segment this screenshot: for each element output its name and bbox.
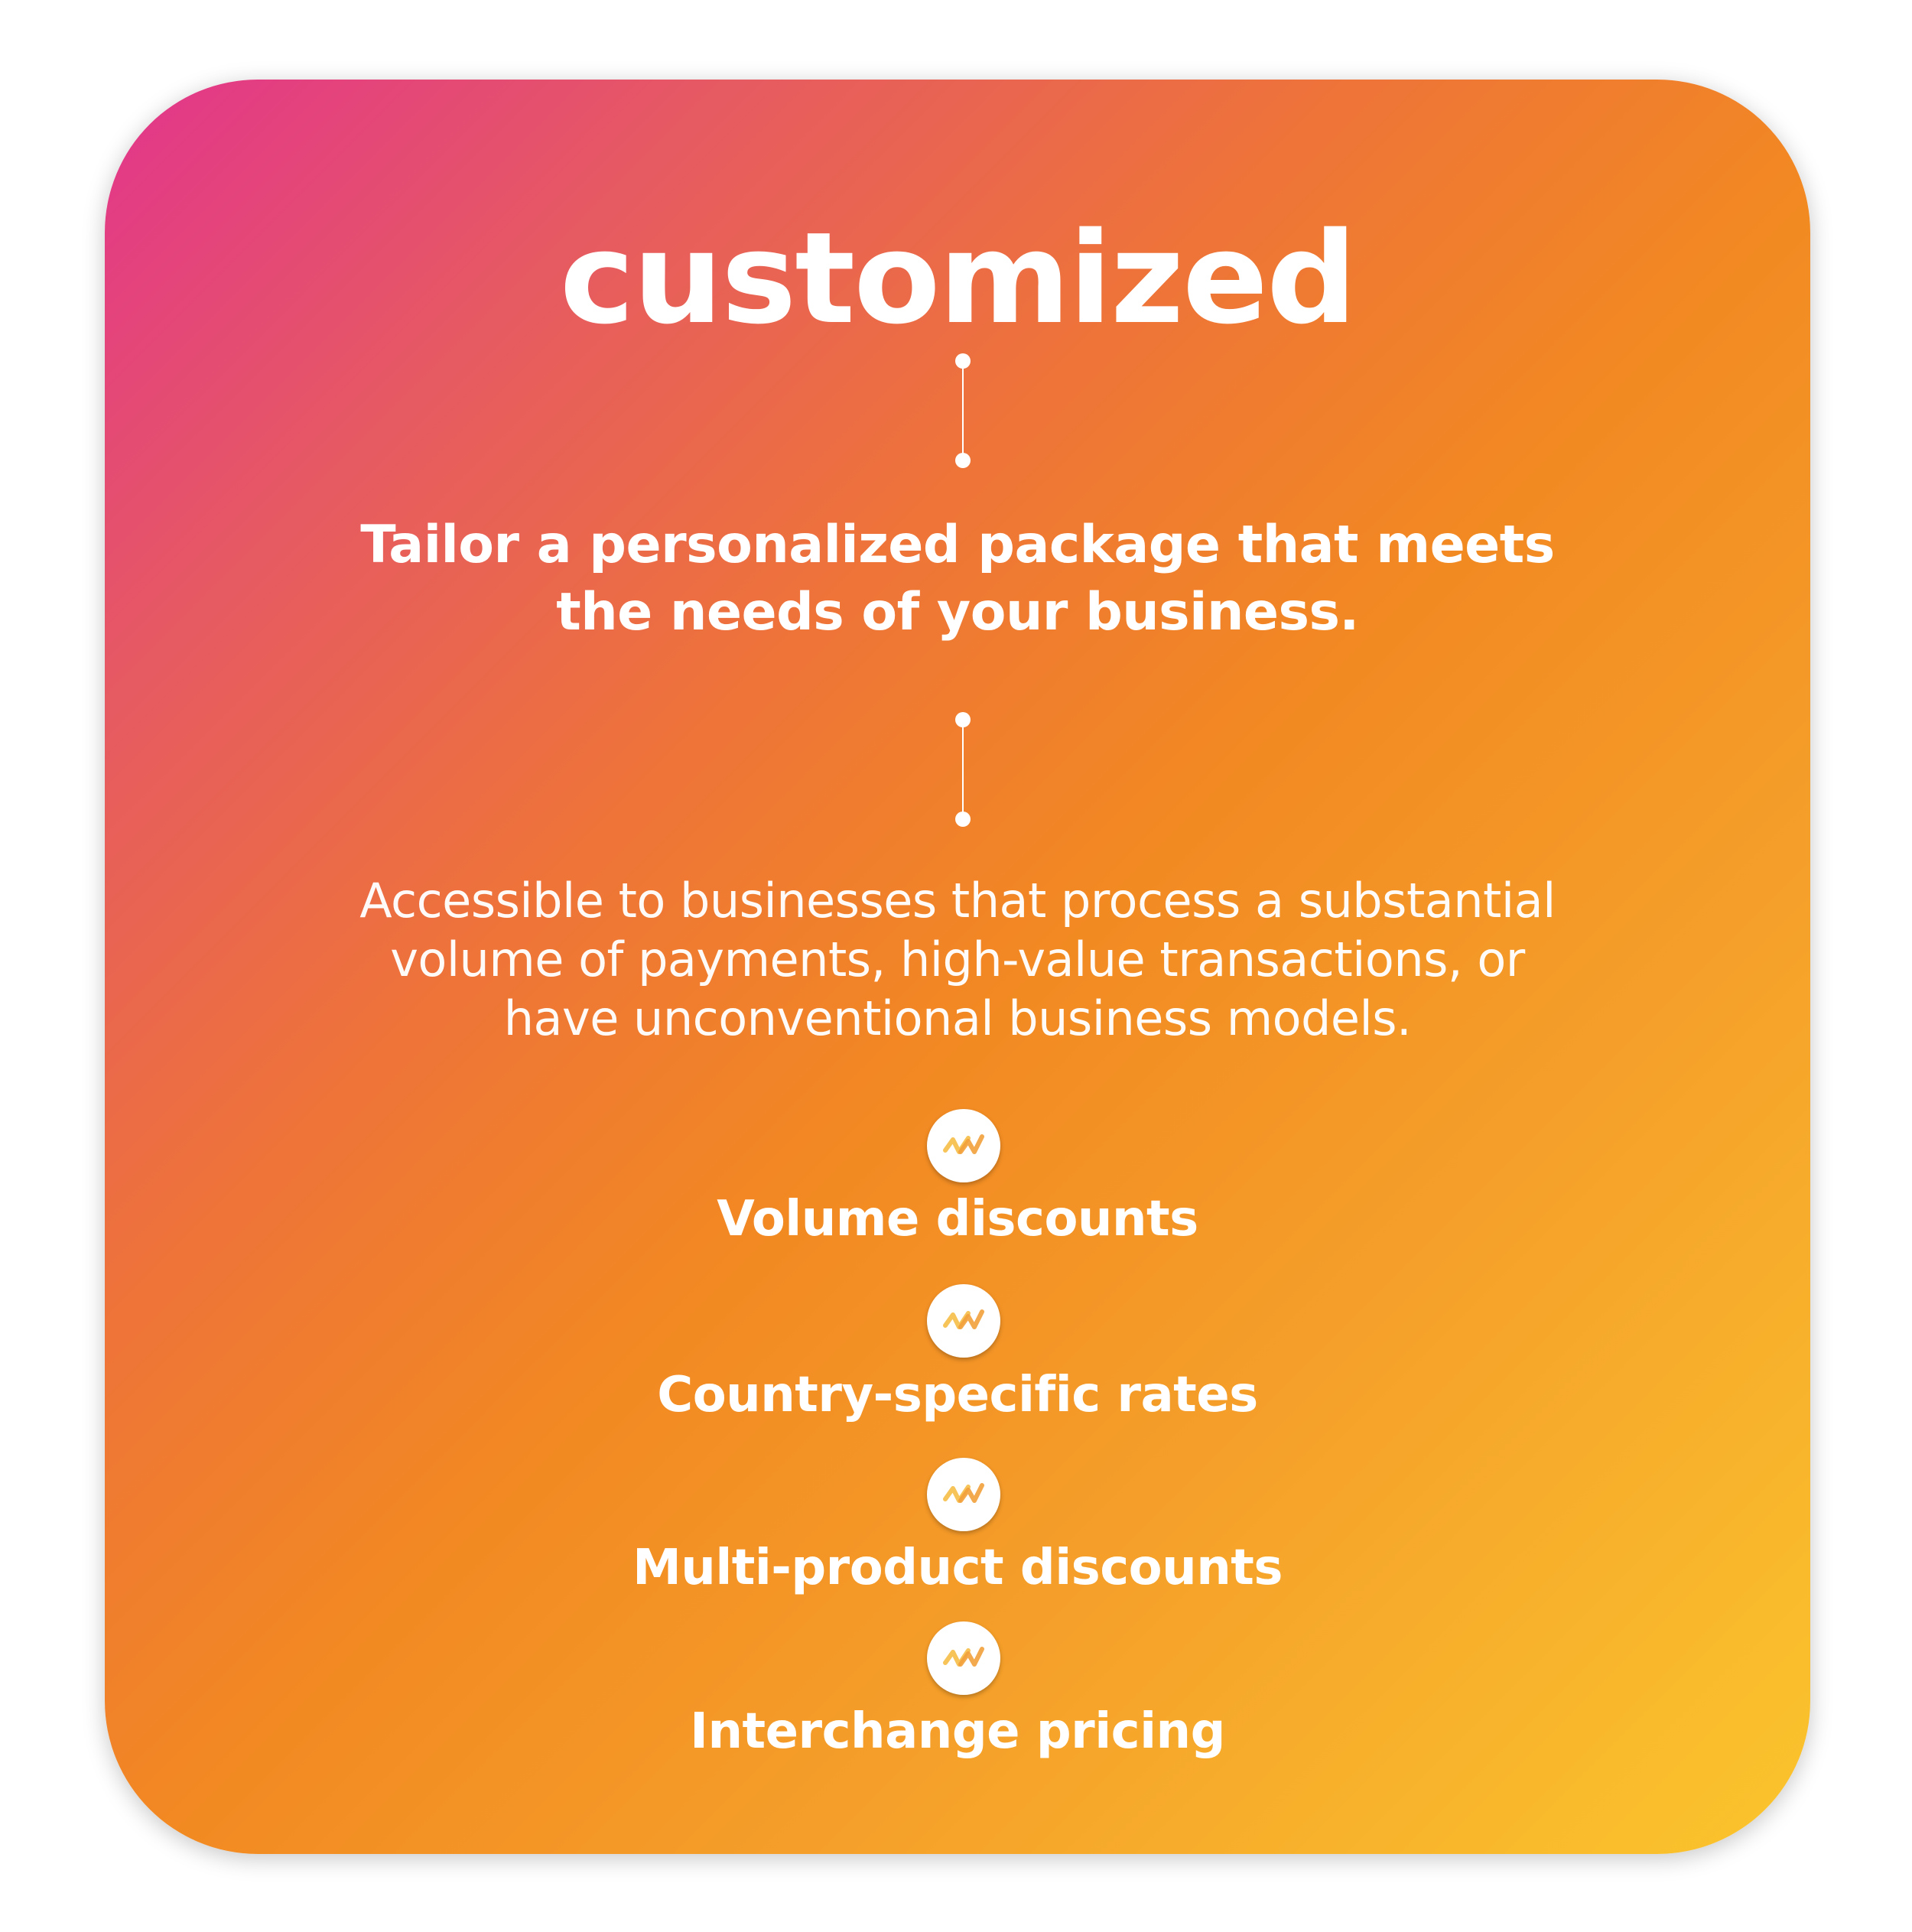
logo-wave-icon [927,1458,1000,1531]
card-description: Accessible to businesses that process a … [105,871,1810,1048]
connector-middle [955,712,972,827]
feature-volume-discounts: Volume discounts [717,1191,1198,1247]
description-line: volume of payments, high-value transacti… [390,932,1525,987]
connector-dot [955,812,971,827]
pricing-card: customized Tailor a personalized package… [105,80,1810,1854]
connector-line [962,720,964,819]
logo-wave-glyph [943,1647,984,1667]
connector-top [955,353,972,468]
feature-country-specific-rates: Country-specific rates [657,1367,1258,1423]
logo-wave-icon [927,1284,1000,1358]
subtitle-line: Tailor a personalized package that meets [360,515,1555,575]
connector-dot [955,453,971,468]
subtitle-line: the needs of your business. [556,582,1359,642]
description-line: have unconventional business models. [503,990,1412,1046]
feature-multi-product-discounts: Multi-product discounts [632,1540,1283,1596]
logo-wave-icon [927,1109,1000,1182]
logo-wave-glyph [943,1134,984,1154]
logo-wave-glyph [943,1483,984,1503]
logo-wave-glyph [943,1309,984,1329]
card-subtitle: Tailor a personalized package that meets… [105,512,1810,646]
description-line: Accessible to businesses that process a … [359,873,1556,929]
card-title: customized [559,205,1357,352]
connector-line [962,361,964,460]
logo-wave-icon [927,1621,1000,1695]
feature-interchange-pricing: Interchange pricing [690,1703,1225,1760]
